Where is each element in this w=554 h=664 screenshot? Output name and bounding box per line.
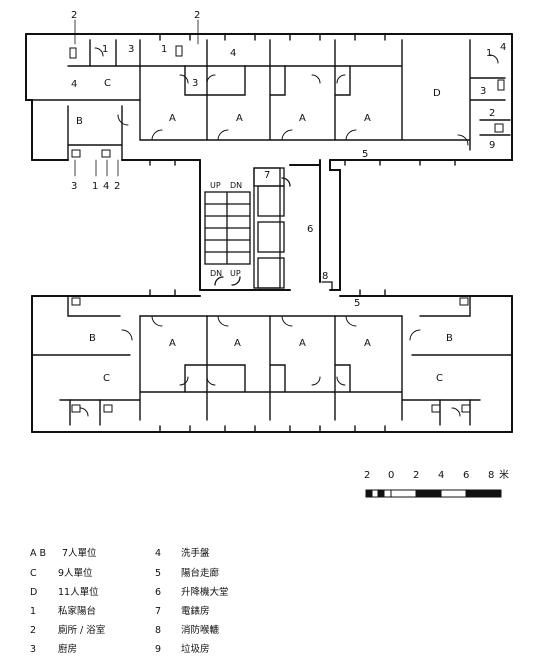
legend-text: 陽台走廊 [181,568,220,579]
scale-tick-label: 4 [438,470,444,481]
legend-text: 私家陽台 [58,606,97,617]
label-unit-b: B [76,116,83,127]
legend-code: 2 [30,625,37,636]
legend-text: 電錶房 [181,606,210,617]
scale-bar: 2 0 2 4 6 8 米 [364,468,509,498]
label-1: 1 [92,181,98,192]
label-unit-a: A [364,113,371,124]
core-interior [204,167,333,291]
plan-labels: 2 2 1 3 1 4 3 4 C B A A A A D 1 4 3 2 9 … [71,10,506,384]
label-1: 1 [486,48,492,59]
label-3: 3 [128,44,134,55]
stair-down-label: DN [230,181,242,190]
scale-tick-label: 2 [364,470,370,481]
label-2: 2 [489,108,495,119]
label-unit-a: A [299,113,306,124]
scale-unit-label: 米 [499,468,509,481]
label-1: 1 [102,44,108,55]
label-4: 4 [71,79,77,90]
stair-up-label: UP [230,269,241,278]
legend-text: 消防喉轆 [181,625,220,636]
legend-text: 升降機大堂 [181,587,229,598]
legend: A B 7人單位 C 9人單位 D 11人單位 1 私家陽台 2 廁所 / 浴室… [0,540,554,664]
label-5: 5 [362,149,368,160]
upper-wing-walls [25,33,513,161]
legend-text: 11人單位 [58,587,99,598]
label-unit-c: C [436,373,443,384]
legend-text: 廁所 / 浴室 [58,625,106,636]
label-1: 1 [161,44,167,55]
leader-lines [74,19,199,177]
label-unit-c: C [103,373,110,384]
label-unit-a: A [234,338,241,349]
label-4: 4 [500,42,506,53]
label-9: 9 [489,140,495,151]
legend-code: 1 [30,606,37,617]
core-walls [199,159,341,291]
legend-code: 6 [155,587,162,598]
label-unit-a: A [299,338,306,349]
upper-door-swings [94,47,499,146]
label-6: 6 [307,224,313,235]
stair-up-label: UP [210,181,221,190]
scale-tick-label: 2 [413,470,419,481]
scale-tick-label: 6 [463,470,469,481]
label-3: 3 [480,86,486,97]
scale-tick-label: 8 [488,470,494,481]
label-3: 3 [192,78,198,89]
label-unit-a: A [169,338,176,349]
floor-plan-drawing: 2 2 1 3 1 4 3 4 C B A A A A D 1 4 3 2 9 … [25,10,513,498]
label-7: 7 [264,170,270,181]
label-8: 8 [322,271,328,282]
fixtures [69,45,505,413]
scale-tick-label: 0 [388,470,394,481]
legend-text: 9人單位 [58,568,93,579]
lower-wing-walls [31,295,513,433]
legend-code: 8 [155,625,162,636]
lower-wing-interior [31,289,513,433]
label-unit-b: B [89,333,96,344]
label-3: 3 [71,181,77,192]
legend-code: C [30,568,37,579]
label-4: 4 [103,181,109,192]
legend-code: 9 [155,644,162,655]
legend-code: D [30,587,38,598]
upper-wing-interior [27,33,511,166]
lower-door-swings [79,315,461,417]
legend-code: 4 [155,548,162,559]
label-unit-c: C [104,78,111,89]
label-unit-a: A [364,338,371,349]
legend-code: 5 [155,568,162,579]
stair-down-label: DN [210,269,222,278]
label-unit-a: A [236,113,243,124]
label-unit-d: D [433,88,441,99]
legend-text: 7人單位 [62,548,97,559]
legend-text: 垃圾房 [181,644,210,655]
legend-code: 3 [30,644,37,655]
label-5: 5 [354,298,360,309]
label-unit-b: B [446,333,453,344]
legend-text: 洗手盤 [181,548,210,559]
label-2: 2 [114,181,120,192]
legend-text: 廚房 [58,644,78,655]
label-2: 2 [71,10,77,21]
label-unit-a: A [169,113,176,124]
legend-code: A B [30,548,47,559]
label-2: 2 [194,10,200,21]
label-4: 4 [230,48,236,59]
legend-code: 7 [155,606,162,617]
